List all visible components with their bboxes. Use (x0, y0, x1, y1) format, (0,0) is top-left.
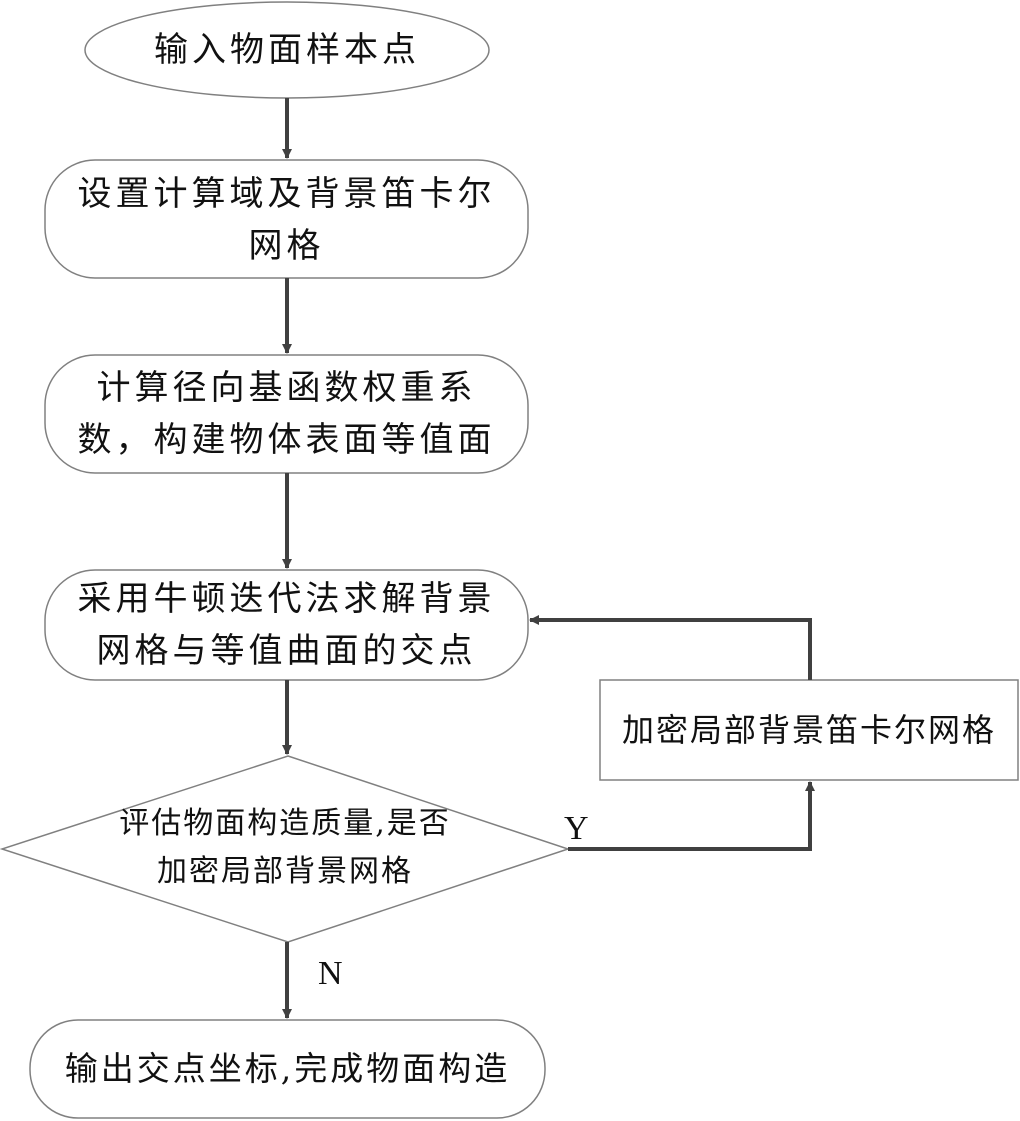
newton-node-text: 采用牛顿迭代法求解背景 网格与等值曲面的交点 (77, 579, 496, 671)
edge-decision-refine (568, 781, 815, 851)
rbf-node-text: 计算径向基函数权重系 数，构建物体表面等值面 (77, 368, 496, 460)
output-node-shape (29, 1019, 546, 1119)
decision-node-text: 评估物面构造质量,是否 加密局部背景网格 (119, 806, 451, 889)
edge-refine-newton (529, 615, 812, 680)
refine-node-shape (599, 679, 1019, 781)
edge-label-yes: Y (564, 810, 589, 847)
refine-node-text: 加密局部背景笛卡尔网格 (621, 711, 996, 749)
output-node-text: 输出交点坐标,完成物面构造 (64, 1049, 511, 1088)
edge-label-no: N (318, 955, 343, 992)
start-node-text: 输入物面样本点 (154, 30, 420, 70)
setup-node-text: 设置计算域及背景笛卡尔 网格 (77, 174, 496, 266)
